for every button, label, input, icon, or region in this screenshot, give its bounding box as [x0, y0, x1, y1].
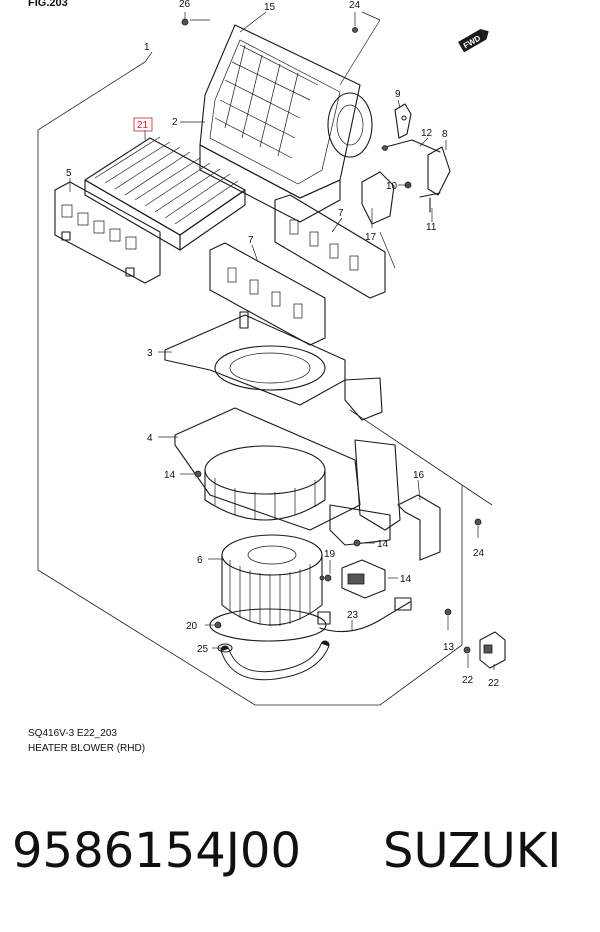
air-filter [84, 136, 246, 251]
parts-diagram: FIG.203 FWD [28, 0, 506, 754]
filter-cover [54, 181, 161, 284]
svg-text:5: 5 [66, 168, 72, 179]
svg-text:7: 7 [248, 235, 254, 246]
svg-text:12: 12 [421, 128, 433, 139]
fig-label: FIG.203 [28, 0, 68, 9]
svg-text:16: 16 [413, 470, 425, 481]
callout-21-highlight [133, 117, 153, 132]
callout-22: 22 [488, 678, 500, 689]
svg-text:14: 14 [400, 574, 412, 585]
svg-text:4: 4 [147, 433, 153, 444]
product-footer: 9586154J00 SUZUKI [0, 775, 600, 932]
assembly-frame [37, 61, 463, 706]
screw-icons [194, 470, 482, 654]
svg-text:25: 25 [197, 644, 209, 655]
svg-text:21: 21 [137, 120, 149, 131]
blower-resistor [341, 559, 386, 599]
caption-title: HEATER BLOWER (RHD) [28, 743, 145, 754]
duct-plate-right [274, 194, 386, 299]
svg-text:6: 6 [197, 555, 203, 566]
svg-text:26: 26 [179, 0, 191, 10]
part-number: 9586154J00 [12, 823, 302, 879]
wiring-harness [317, 597, 412, 633]
svg-text:14: 14 [164, 470, 176, 481]
svg-text:2: 2 [172, 117, 178, 128]
svg-text:24: 24 [349, 0, 361, 11]
blower-lower-case [174, 407, 401, 546]
caption-code: SQ416V-3 E22_203 [28, 728, 117, 739]
fwd-arrow-icon: FWD [458, 29, 489, 53]
svg-text:7: 7 [338, 208, 344, 219]
connector [479, 631, 506, 669]
svg-text:19: 19 [324, 549, 336, 560]
blower-fan [209, 534, 327, 642]
drain-hose [217, 640, 330, 681]
svg-text:9: 9 [395, 89, 401, 100]
blower-upper-case [164, 311, 383, 421]
svg-text:20: 20 [186, 621, 198, 632]
svg-text:11: 11 [426, 222, 437, 233]
svg-text:23: 23 [347, 610, 359, 621]
svg-text:24: 24 [473, 548, 485, 559]
bracket [397, 494, 441, 561]
svg-text:17: 17 [365, 232, 377, 243]
leader-lines [69, 11, 495, 670]
servo-linkage [181, 18, 451, 225]
svg-text:22: 22 [462, 675, 474, 686]
svg-text:1: 1 [144, 42, 150, 53]
brand-name: SUZUKI [383, 823, 562, 879]
svg-text:15: 15 [264, 2, 276, 13]
svg-text:3: 3 [147, 348, 153, 359]
duct-plate-left [209, 242, 326, 346]
svg-text:14: 14 [377, 539, 389, 550]
svg-text:10: 10 [386, 181, 398, 192]
svg-text:13: 13 [443, 642, 455, 653]
svg-text:8: 8 [442, 129, 448, 140]
callout-labels: 26 15 24 1 9 2 21 12 8 5 10 7 17 11 7 3 … [66, 0, 485, 686]
heater-case-upper [199, 24, 373, 223]
